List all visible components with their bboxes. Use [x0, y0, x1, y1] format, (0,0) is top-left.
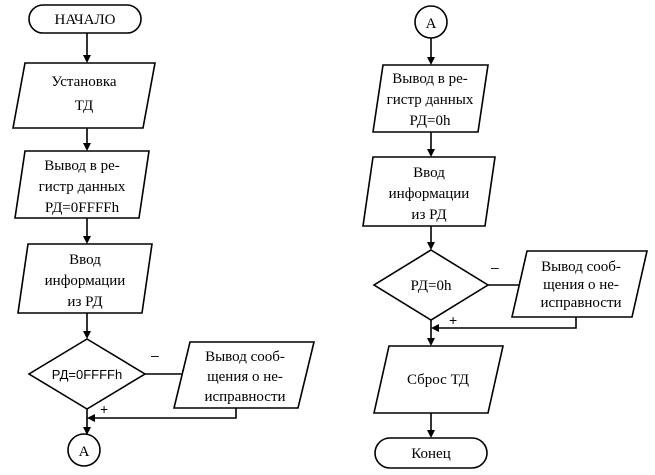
write-register-left-line-3: РД=0FFFFh	[45, 200, 120, 216]
write-register-block-left: Вывод в ре- гистр данных РД=0FFFFh	[14, 150, 150, 219]
connector-a-left-label: А	[79, 444, 90, 460]
reset-td-block: Сброс ТД	[373, 345, 504, 414]
set-td-block: Установка ТД	[12, 62, 156, 129]
input-info-right-line-1: Ввод	[413, 165, 445, 181]
decision-right-plus: +	[449, 312, 457, 328]
start-terminal: НАЧАЛО	[28, 4, 142, 34]
set-td-line-2: ТД	[75, 98, 93, 114]
error-right-line-2: щения о не-	[543, 277, 619, 293]
decision-right-minus: –	[491, 259, 499, 275]
decision-left-plus: +	[100, 401, 108, 417]
input-info-block-right: Ввод информации из РД	[362, 156, 496, 227]
input-info-left-line-1: Ввод	[69, 252, 101, 268]
input-info-right-line-2: информации	[389, 186, 470, 202]
error-left-line-3: исправности	[204, 389, 285, 405]
write-register-left-line-2: гистр данных	[39, 179, 126, 195]
write-register-right-line-1: Вывод в ре-	[392, 71, 468, 87]
write-register-left-line-1: Вывод в ре-	[44, 158, 120, 174]
end-terminal: Конец	[374, 437, 488, 469]
error-message-block-left: Вывод сооб- щения о не- исправности	[172, 341, 316, 409]
connector-a-left: А	[67, 433, 101, 467]
input-info-block-left: Ввод информации из РД	[17, 243, 153, 314]
reset-td-label: Сброс ТД	[407, 372, 469, 388]
decision-left: РД=0FFFFh	[27, 338, 147, 410]
error-left-line-1: Вывод сооб-	[205, 349, 285, 365]
decision-right-label: РД=0h	[411, 278, 452, 294]
input-info-right-line-3: из РД	[411, 207, 446, 223]
error-message-block-right: Вывод сооб- щения о не- исправности	[510, 250, 649, 318]
decision-left-minus: –	[151, 347, 159, 363]
connector-a-right-label: А	[426, 16, 437, 32]
error-right-line-3: исправности	[540, 295, 621, 311]
error-right-line-1: Вывод сооб-	[541, 259, 621, 275]
write-register-right-line-2: гистр данных	[387, 92, 474, 108]
error-left-line-2: щения о не-	[207, 369, 283, 385]
input-info-left-line-2: информации	[45, 273, 126, 289]
write-register-right-line-3: РД=0h	[410, 113, 451, 129]
connector-a-right: А	[414, 5, 448, 39]
start-label: НАЧАЛО	[55, 12, 116, 28]
decision-left-label: РД=0FFFFh	[52, 367, 122, 382]
end-label: Конец	[411, 446, 450, 462]
write-register-block-right: Вывод в ре- гистр данных РД=0h	[372, 64, 489, 133]
set-td-line-1: Установка	[51, 74, 117, 90]
decision-right: РД=0h	[372, 249, 490, 321]
input-info-left-line-3: из РД	[67, 294, 102, 310]
